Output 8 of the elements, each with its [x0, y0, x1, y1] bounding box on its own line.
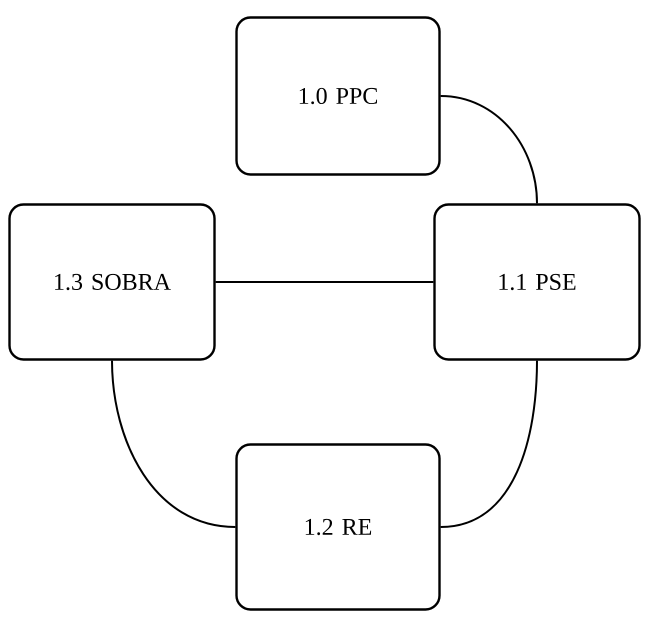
- connector-line: [216, 281, 434, 283]
- process-box: 1.0 PPC: [235, 16, 441, 176]
- process-box: 1.3 SOBRA: [8, 203, 216, 361]
- process-box: 1.1 PSE: [433, 203, 641, 361]
- connector-line: [440, 360, 538, 528]
- connector-line: [440, 95, 538, 204]
- connector-line: [111, 360, 236, 528]
- process-box: 1.2 RE: [235, 443, 441, 611]
